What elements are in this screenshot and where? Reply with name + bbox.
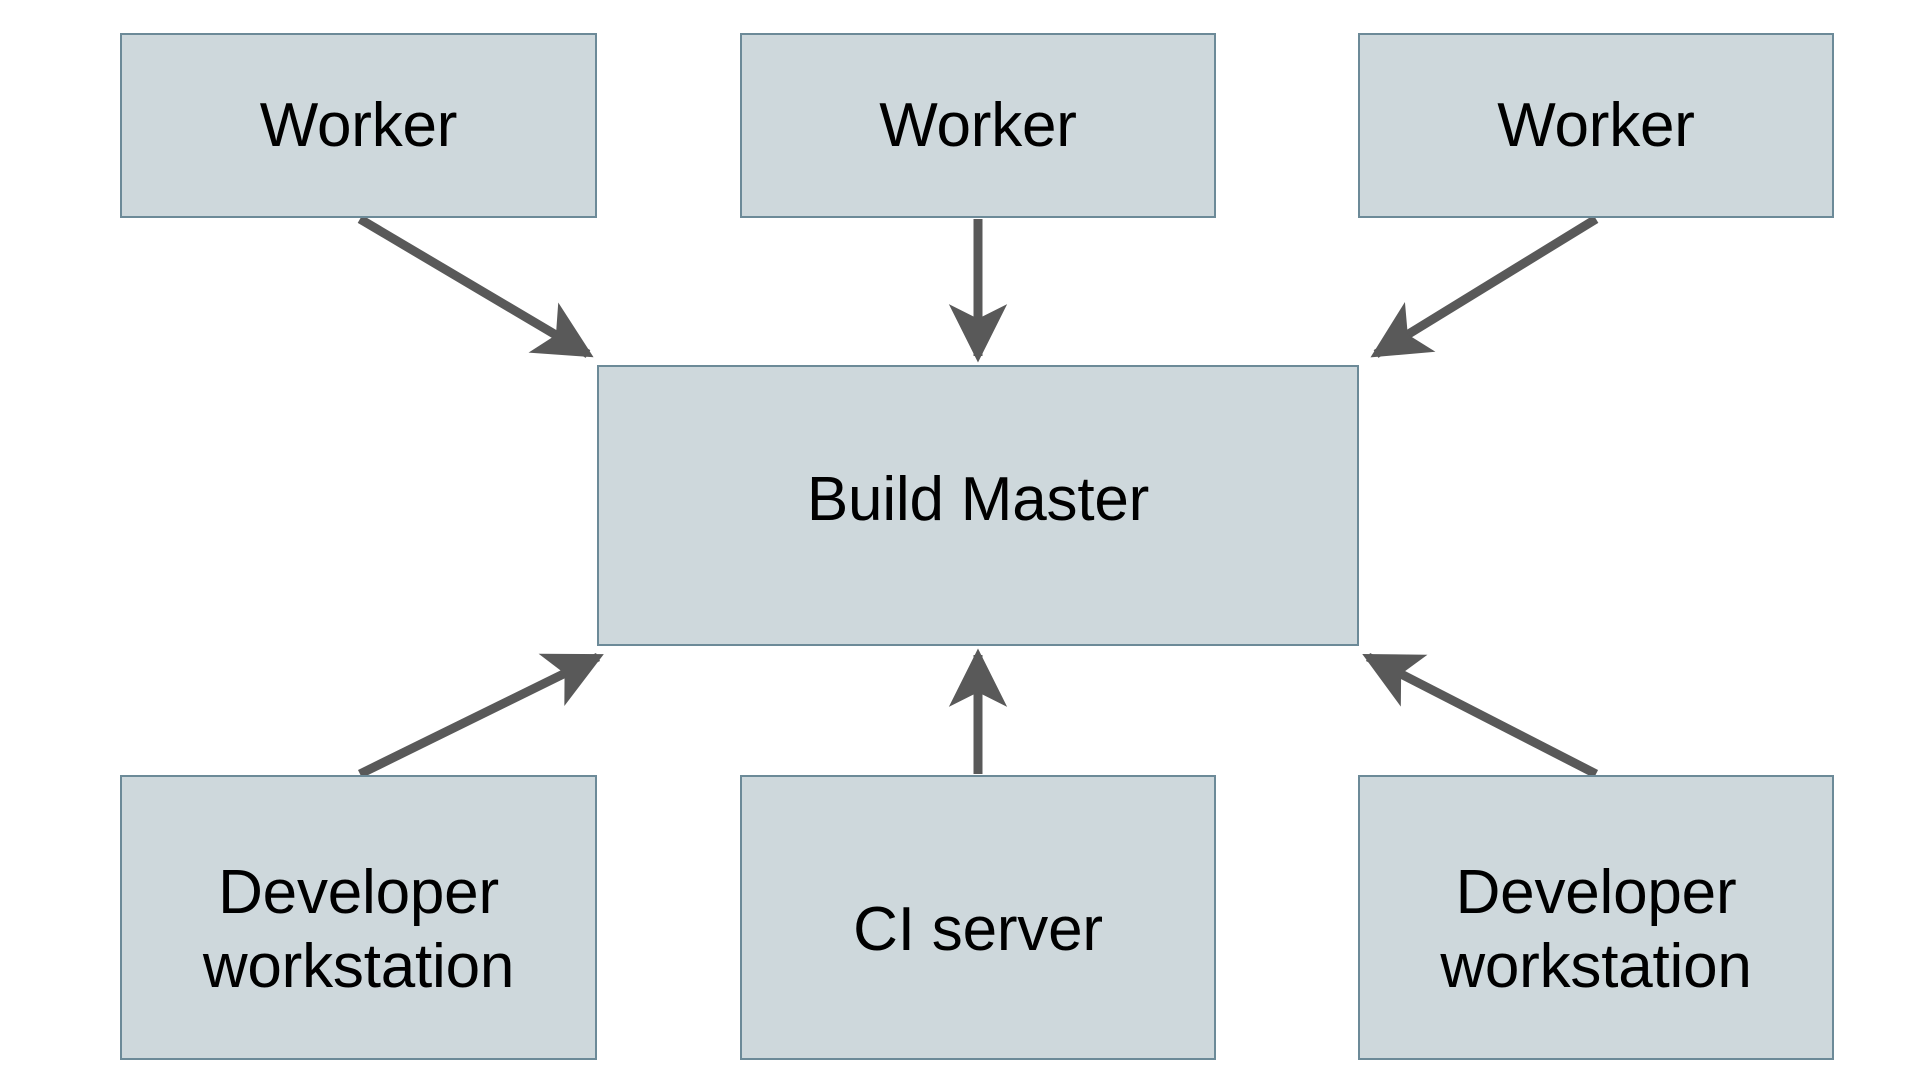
node-label: Developer workstation	[1440, 858, 1752, 1001]
edge-worker-right-to-master	[1370, 215, 1599, 358]
node-label: CI server	[853, 894, 1103, 964]
node-label: Worker	[259, 90, 458, 160]
node-label: Developer workstation	[202, 858, 515, 1001]
node-label: Build Master	[806, 464, 1150, 534]
node-build-master[interactable]: Build Master	[597, 365, 1359, 646]
node-developer-workstation-right[interactable]: Developer workstation	[1358, 775, 1834, 1060]
edge-worker-left-to-master	[357, 215, 594, 358]
node-label: Worker	[1497, 90, 1695, 160]
node-worker-center[interactable]: Worker	[740, 33, 1216, 218]
node-developer-workstation-left[interactable]: Developer workstation	[120, 775, 597, 1060]
edge-dev-left-to-master	[358, 652, 604, 779]
node-label: Worker	[879, 90, 1077, 160]
node-worker-left[interactable]: Worker	[120, 33, 597, 218]
node-worker-right[interactable]: Worker	[1358, 33, 1834, 218]
edge-dev-right-to-master	[1362, 652, 1599, 779]
node-ci-server[interactable]: CI server	[740, 775, 1216, 1060]
